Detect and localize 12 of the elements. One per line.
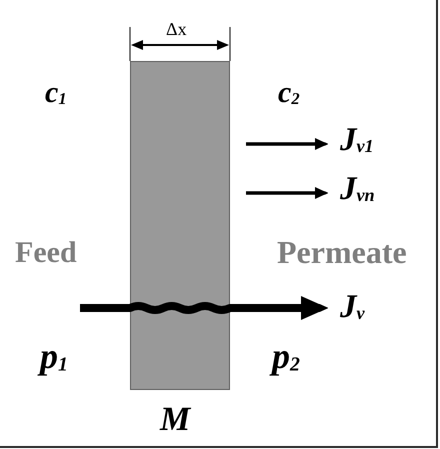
region-label: Feed	[15, 238, 77, 268]
pressure-label: p$_{1}$	[40, 338, 68, 374]
flux-arrow	[246, 187, 328, 199]
flux-arrow	[80, 296, 328, 320]
concentration-label: c$_{1}$	[45, 78, 67, 108]
region-label: Permeate	[277, 236, 407, 268]
pressure-label: p$_{2}$	[272, 338, 300, 374]
membrane-label: M	[160, 403, 190, 437]
dimension-label: Δx	[166, 20, 187, 38]
flux-arrow	[246, 138, 328, 150]
concentration-label: c$_{2}$	[278, 78, 300, 108]
membrane-block	[130, 61, 230, 390]
